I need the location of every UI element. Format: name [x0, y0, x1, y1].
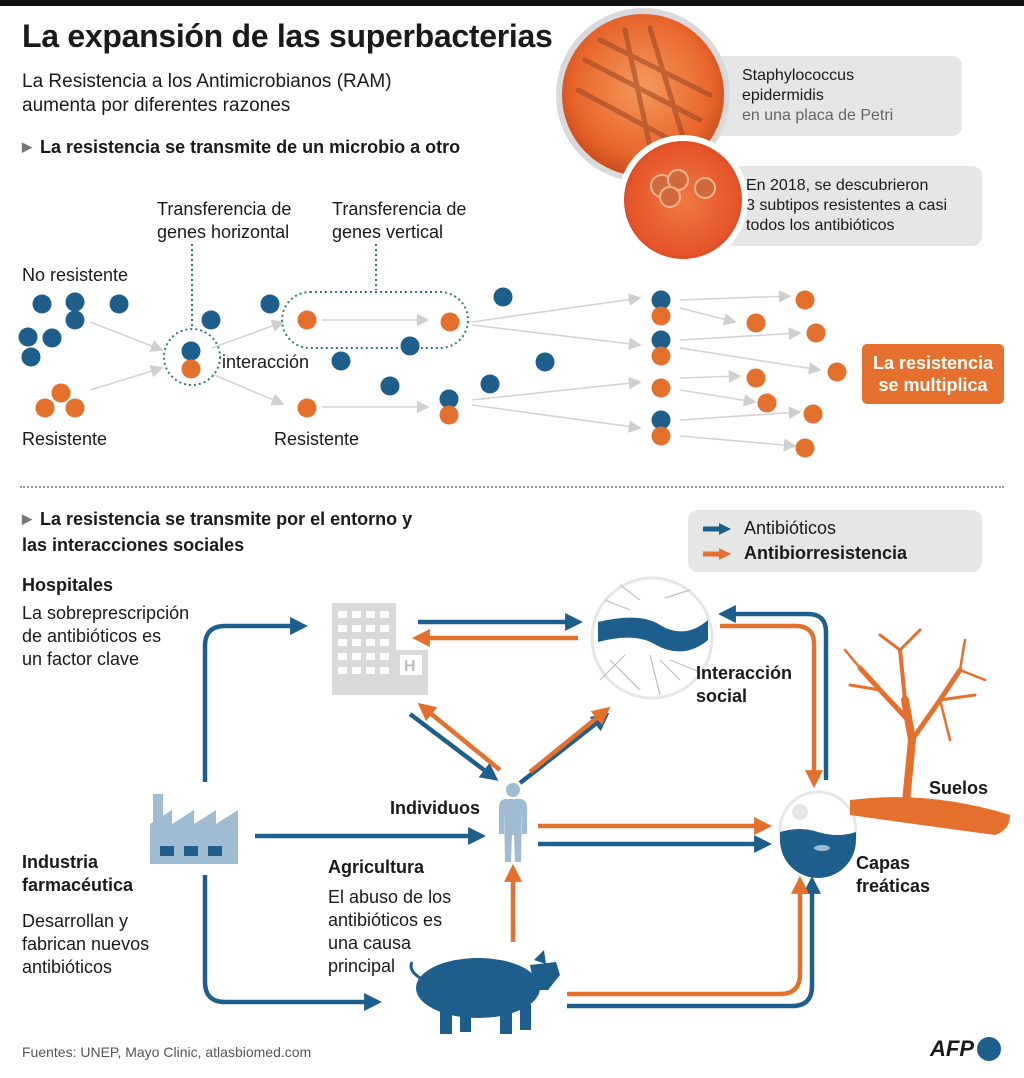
tree-icon: [843, 628, 1010, 835]
resistant-microbes: [35, 290, 847, 458]
afp-logo: AFP: [930, 1036, 1001, 1062]
svg-text:H: H: [404, 658, 416, 675]
pig-icon: [409, 950, 560, 1034]
individuos-label: Individuos: [390, 798, 480, 818]
suelos-label: Suelos: [929, 778, 989, 798]
page-subtitle: La Resistencia a los Antimicrobianos (RA…: [22, 71, 392, 116]
triangle-icon: ▶: [22, 511, 32, 526]
grey-arrows: [89, 290, 822, 452]
page-title: La expansión de las superbacterias: [22, 18, 553, 54]
section-divider: [20, 486, 1004, 488]
legend-item-antibiorresistencia: Antibiorresistencia: [702, 543, 907, 564]
top-bar: [0, 0, 1024, 6]
section2-heading: ▶La resistencia se transmite por el ento…: [22, 506, 412, 558]
callout-staphylococcus: Staphylococcus epidermidis en una placa …: [690, 56, 962, 136]
triangle-icon: ▶: [22, 139, 32, 154]
label-interaccion: interacción: [222, 352, 310, 372]
hospitales-title: Hospitales: [22, 575, 114, 595]
interaction-circle: [163, 328, 221, 386]
water-table-icon: [778, 790, 858, 878]
city-map-icon: [590, 576, 714, 700]
factory-icon: [150, 794, 238, 864]
person-icon: [499, 783, 527, 862]
legend-item-antibioticos: Antibióticos: [702, 518, 836, 539]
label-resistente-2: Resistente: [274, 429, 360, 449]
vertical-transfer-capsule: [281, 291, 469, 349]
blue-arrow-icon: [703, 522, 731, 535]
label-no-resistente: No resistente: [22, 265, 129, 285]
label-resistente-1: Resistente: [22, 429, 108, 449]
source-note: Fuentes: UNEP, Mayo Clinic, atlasbiomed.…: [22, 1044, 312, 1060]
resistance-flows: [411, 623, 823, 997]
section1-heading: ▶La resistencia se transmite de un micro…: [22, 134, 460, 160]
afp-dot-icon: [977, 1037, 1001, 1061]
legend: Antibióticos Antibiorresistencia: [688, 510, 982, 572]
non-resistant-microbes: [18, 287, 671, 430]
petri-dish-colonies-image: [618, 135, 748, 265]
hospital-icon: H: [332, 603, 428, 695]
antibiotic-flows: [202, 605, 829, 1011]
orange-arrow-icon: [703, 547, 731, 560]
agricultura-title: Agricultura: [328, 857, 425, 877]
